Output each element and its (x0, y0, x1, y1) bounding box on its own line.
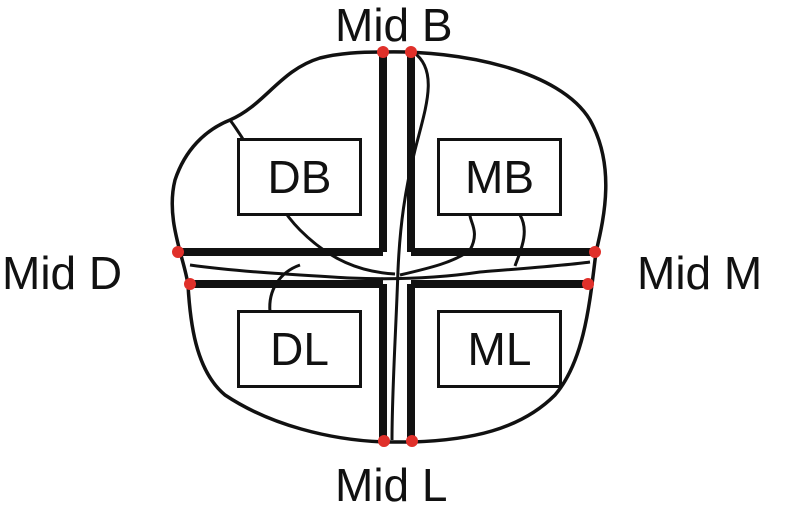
label-mid-d: Mid D (2, 247, 123, 299)
quadrant-box-db: DB (237, 138, 362, 216)
label-mid-b: Mid B (335, 0, 453, 51)
point-mid-l-2 (406, 435, 418, 447)
quadrant-box-ml: ML (437, 310, 562, 388)
quadrant-box-mb: MB (437, 138, 562, 216)
point-mid-m-1 (589, 246, 601, 258)
point-mid-b-2 (405, 46, 417, 58)
inner-curve-horizontal (189, 260, 591, 281)
point-mid-l-1 (378, 435, 390, 447)
inner-curve-mb (399, 214, 526, 277)
point-mid-m-2 (582, 278, 594, 290)
quadrant-box-dl: DL (237, 310, 362, 388)
point-mid-d-2 (184, 278, 196, 290)
tooth-outline (170, 50, 608, 444)
point-mid-b-1 (377, 46, 389, 58)
point-mid-d-1 (172, 246, 184, 258)
inner-curve-central (390, 50, 430, 441)
label-mid-l: Mid L (335, 459, 448, 511)
label-mid-m: Mid M (637, 247, 763, 299)
